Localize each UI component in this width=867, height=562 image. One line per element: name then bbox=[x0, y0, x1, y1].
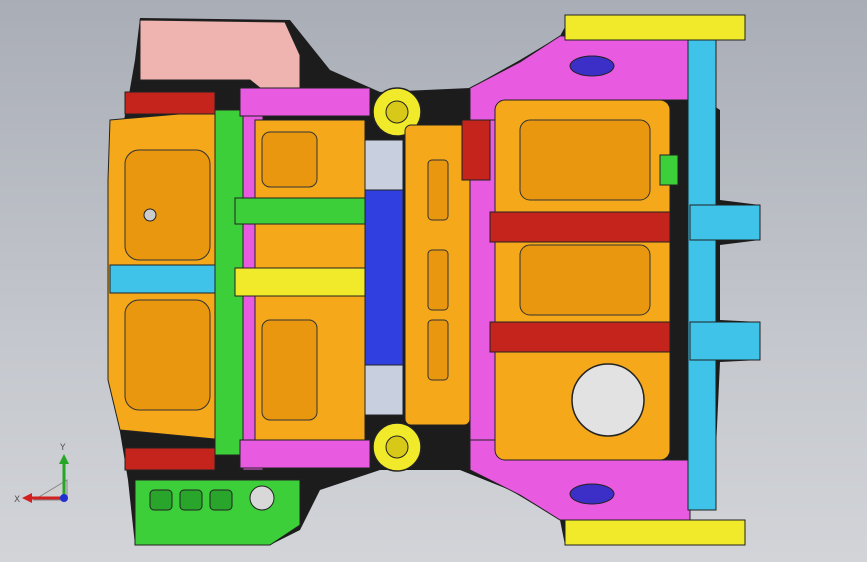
right-magenta-sill[interactable] bbox=[239, 439, 371, 469]
green-crossmember[interactable] bbox=[234, 197, 371, 225]
rear-tub-recess bbox=[124, 299, 211, 411]
green-bracket[interactable] bbox=[659, 154, 679, 186]
rear-tub-recess bbox=[124, 149, 211, 261]
rear-green-slot bbox=[149, 489, 173, 511]
yellow-crossmember[interactable] bbox=[234, 267, 371, 297]
front-cyan-bracket[interactable] bbox=[689, 321, 761, 361]
rear-green-slot bbox=[179, 489, 203, 511]
rear-red-rail[interactable] bbox=[124, 91, 216, 115]
y-axis-label: Y bbox=[59, 443, 66, 453]
rear-red-rail[interactable] bbox=[124, 447, 216, 471]
purple-mount[interactable] bbox=[569, 483, 615, 505]
front-yellow-rail[interactable] bbox=[564, 14, 746, 41]
mid-floor-recess bbox=[261, 131, 318, 188]
front-yellow-rail[interactable] bbox=[564, 519, 746, 546]
front-red-crossmember[interactable] bbox=[489, 211, 671, 243]
z-axis-dot bbox=[60, 494, 68, 502]
tunnel-slot bbox=[427, 249, 449, 311]
front-floor-recess bbox=[519, 244, 651, 316]
rear-cyan-crossbar[interactable] bbox=[109, 264, 231, 294]
light-bracket bbox=[364, 364, 404, 416]
light-bracket bbox=[364, 139, 404, 191]
red-bracket[interactable] bbox=[461, 119, 491, 181]
blue-tunnel-strip[interactable] bbox=[364, 189, 404, 366]
purple-mount[interactable] bbox=[569, 55, 615, 77]
front-floor-hole bbox=[571, 363, 645, 437]
tunnel-slot bbox=[427, 319, 449, 381]
shock-tower-center bbox=[385, 435, 409, 459]
mid-floor-recess bbox=[261, 319, 318, 421]
triad-base bbox=[32, 479, 68, 501]
rear-green-slot bbox=[209, 489, 233, 511]
rear-tub-hole bbox=[143, 208, 157, 222]
tunnel-slot bbox=[427, 159, 449, 221]
left-magenta-sill[interactable] bbox=[239, 87, 371, 117]
x-axis-label: X bbox=[14, 495, 20, 505]
shock-tower-center bbox=[385, 100, 409, 124]
rear-pink-panel[interactable] bbox=[139, 19, 301, 89]
front-floor-recess bbox=[519, 119, 651, 201]
front-cyan-bracket[interactable] bbox=[689, 204, 761, 241]
front-red-crossmember[interactable] bbox=[489, 321, 671, 353]
rear-green-hole bbox=[249, 485, 275, 511]
y-axis-arrow bbox=[59, 454, 69, 464]
front-cyan-rail[interactable] bbox=[687, 39, 717, 511]
coordinate-triad-icon: Y X bbox=[14, 443, 69, 505]
x-axis-arrow bbox=[22, 493, 32, 503]
